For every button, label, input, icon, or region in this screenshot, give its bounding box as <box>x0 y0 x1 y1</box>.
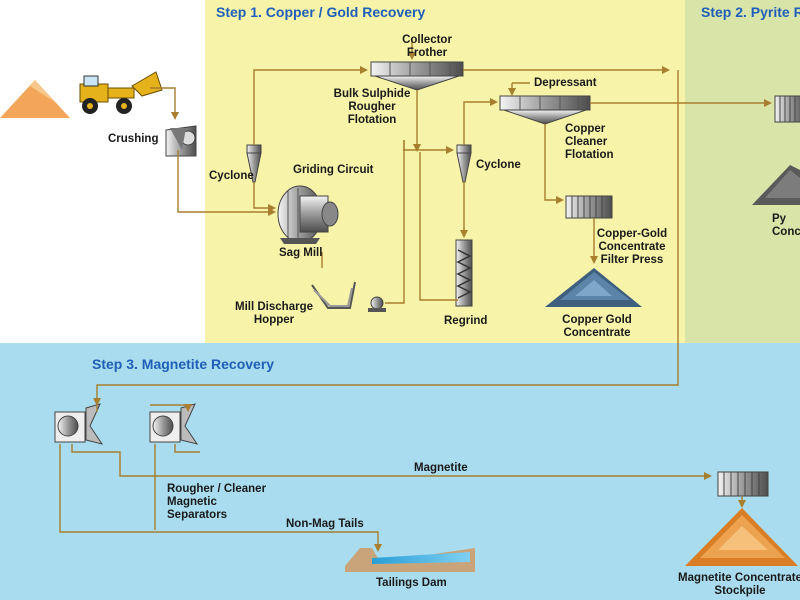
label-sag-mill: Sag Mill <box>279 247 323 259</box>
label-pyrite-concentrate: Py Conc <box>772 213 800 238</box>
copper-cleaner-flotation-cell <box>499 95 591 125</box>
magnetic-separator-2-icon <box>149 403 199 445</box>
label-cyclone-right: Cyclone <box>476 159 521 171</box>
label-tailings-dam: Tailings Dam <box>376 577 447 589</box>
label-griding-circuit: Griding Circuit <box>293 164 374 176</box>
label-copper-cleaner: Copper Cleaner Flotation <box>565 123 614 161</box>
magnetite-filter-press-icon <box>717 471 769 497</box>
copper-gold-concentrate-pile <box>545 268 642 307</box>
label-copper-gold-concentrate: Copper Gold Concentrate <box>562 314 632 339</box>
label-filter-press: Copper-Gold Concentrate Filter Press <box>596 228 668 266</box>
copper-filter-press-icon <box>565 195 613 219</box>
pyrite-concentrate-pile <box>752 165 800 205</box>
step2-zone <box>685 0 800 343</box>
label-depressant: Depressant <box>534 77 597 89</box>
label-magnetic-separators: Rougher / Cleaner Magnetic Separators <box>167 483 267 521</box>
label-collector-frother: Collector Frother <box>402 34 452 59</box>
tailings-dam-icon <box>345 548 475 572</box>
step2-title: Step 2. Pyrite R <box>701 4 800 20</box>
sag-mill-icon <box>277 185 339 244</box>
pump-icon <box>368 296 386 312</box>
crusher-icon <box>165 125 197 157</box>
pyrite-filter-press-icon <box>774 95 800 123</box>
label-crushing: Crushing <box>108 133 159 145</box>
label-mill-hopper: Mill Discharge Hopper <box>235 301 313 326</box>
magnetic-separator-1-icon <box>54 403 104 445</box>
flow-lines <box>59 38 772 552</box>
label-non-mag-tails: Non-Mag Tails <box>286 518 364 530</box>
label-cyclone-left: Cyclone <box>209 170 254 182</box>
label-magnetite: Magnetite <box>414 462 468 474</box>
label-regrind: Regrind <box>444 315 488 327</box>
step3-title: Step 3. Magnetite Recovery <box>92 356 275 372</box>
step1-title: Step 1. Copper / Gold Recovery <box>216 4 426 20</box>
mill-discharge-hopper-icon <box>311 281 356 309</box>
label-magnetite-stockpile: Magnetite Concentrate Stockpile <box>678 572 800 597</box>
ore-pile <box>0 80 70 118</box>
label-bulk-sulphide: Bulk Sulphide Rougher Flotation <box>333 88 411 126</box>
loader-icon <box>79 71 163 114</box>
bulk-sulphide-flotation-cell <box>370 61 464 91</box>
regrind-mill-icon <box>455 239 473 307</box>
magnetite-stockpile-pile <box>685 508 798 566</box>
